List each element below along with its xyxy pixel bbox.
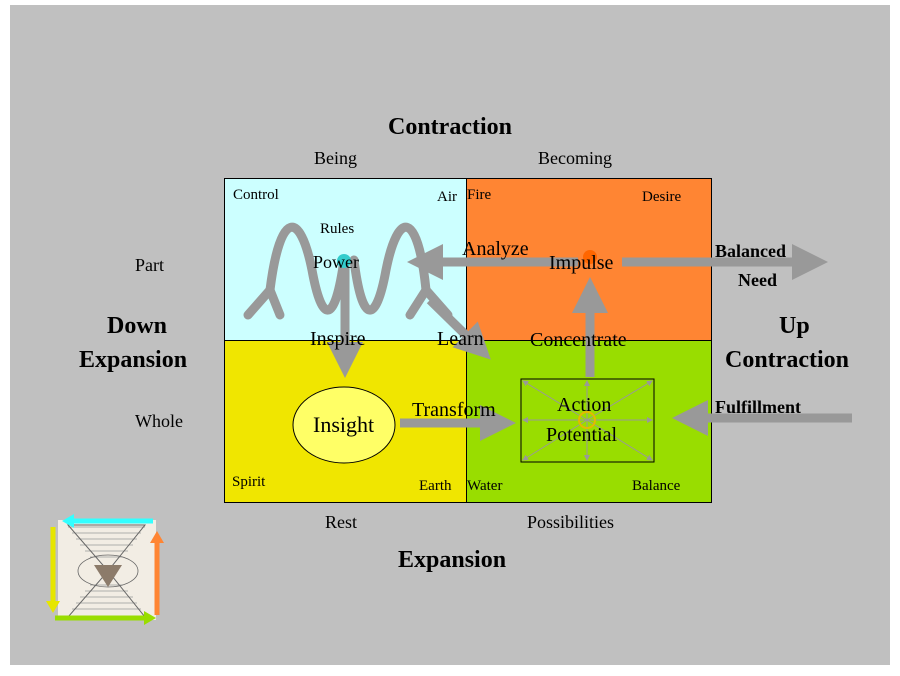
label-water: Water — [467, 478, 503, 494]
heading-up-contraction: Contraction — [725, 347, 849, 373]
label-being: Being — [314, 148, 357, 168]
power-dot — [337, 254, 351, 268]
heading-up: Up — [779, 313, 810, 339]
label-rest: Rest — [325, 512, 358, 532]
label-possibilities: Possibilities — [527, 512, 615, 532]
label-insight: Insight — [313, 412, 375, 437]
action-center-dot — [578, 411, 596, 429]
label-becoming: Becoming — [538, 148, 612, 168]
impulse-dot — [583, 250, 597, 264]
insight-ellipse — [292, 386, 396, 464]
action-potential-box — [520, 378, 655, 463]
label-spirit: Spirit — [232, 474, 266, 490]
heading-down: Down — [107, 313, 168, 339]
label-air: Air — [437, 189, 457, 205]
label-power: Power — [313, 252, 359, 272]
label-concentrate: Concentrate — [530, 329, 627, 351]
heading-expansion: Expansion — [398, 547, 507, 573]
label-desire: Desire — [642, 189, 682, 205]
heading-down-expansion: Expansion — [79, 347, 188, 373]
label-part: Part — [135, 255, 164, 275]
label-inspire: Inspire — [310, 328, 366, 350]
label-transform: Transform — [412, 399, 496, 421]
label-rules: Rules — [320, 221, 355, 237]
label-whole: Whole — [135, 411, 183, 431]
label-earth: Earth — [419, 478, 452, 494]
heading-contraction: Contraction — [388, 114, 512, 140]
label-impulse: Impulse — [549, 252, 614, 274]
label-analyze: Analyze — [462, 238, 529, 260]
label-potential: Potential — [546, 424, 618, 446]
arrow-learn — [426, 296, 491, 360]
hourglass-cycle-icon — [46, 514, 164, 625]
label-balance: Balance — [632, 478, 681, 494]
label-learn: Learn — [437, 328, 484, 350]
slide-background: Contraction Expansion Down Expansion Up … — [10, 5, 890, 665]
label-balanced: Balanced — [715, 241, 787, 261]
diagram-graphics — [46, 222, 852, 625]
action-potential-rays — [522, 380, 653, 461]
label-fire: Fire — [467, 187, 492, 203]
label-action: Action — [557, 394, 612, 416]
label-need: Need — [738, 270, 777, 290]
label-control: Control — [233, 187, 279, 203]
label-fulfillment: Fulfillment — [715, 397, 801, 417]
